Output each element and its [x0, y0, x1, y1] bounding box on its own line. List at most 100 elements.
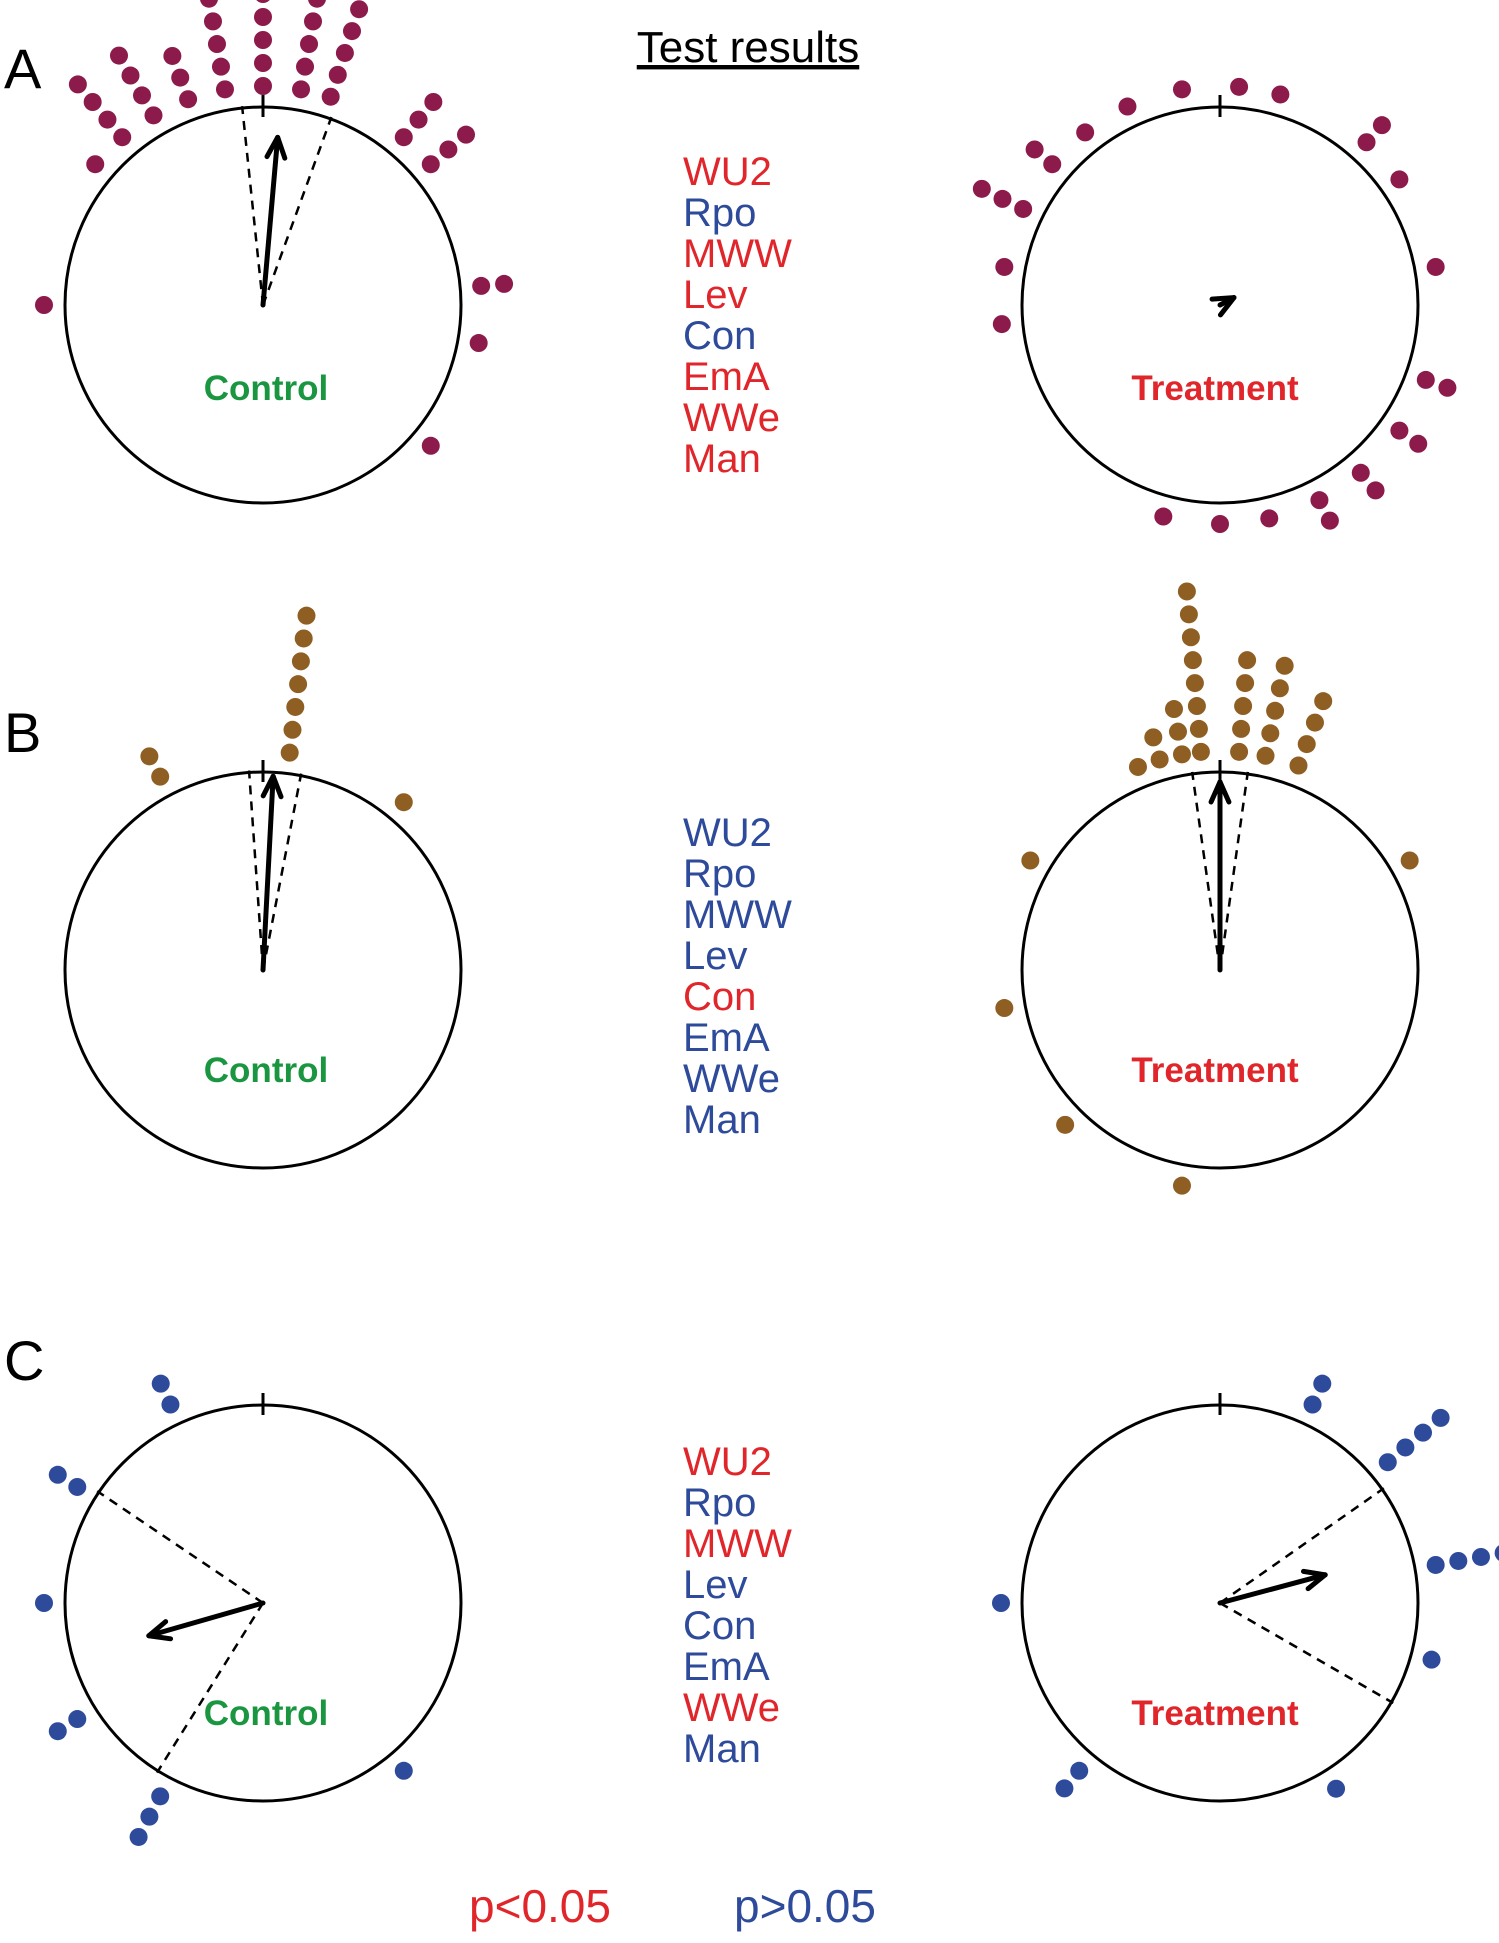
- data-point: [495, 274, 514, 293]
- data-point: [179, 90, 198, 109]
- data-point: [83, 92, 102, 111]
- data-point: [1422, 1650, 1441, 1669]
- data-point: [35, 296, 53, 314]
- data-point: [1070, 1761, 1089, 1780]
- ci-line-upper: [155, 1602, 265, 1774]
- data-point: [297, 606, 316, 625]
- data-point: [35, 1594, 53, 1612]
- data-point: [211, 57, 230, 76]
- mean-vector-arrow: [1217, 1568, 1328, 1606]
- data-point: [289, 675, 308, 694]
- data-point: [1366, 481, 1385, 500]
- data-point: [1297, 735, 1316, 754]
- data-point: [151, 767, 170, 786]
- ci-line-lower: [1190, 771, 1222, 971]
- test-label-man: Man: [683, 1727, 761, 1771]
- ci-line-upper: [261, 773, 303, 971]
- data-point: [1236, 674, 1255, 693]
- group-label-control: Control: [204, 1051, 328, 1090]
- data-point: [1154, 507, 1173, 526]
- data-point: [1471, 1547, 1490, 1566]
- legend-significant: p<0.05: [469, 1880, 611, 1932]
- data-point: [1426, 1555, 1445, 1574]
- mean-vector-arrow: [146, 1600, 266, 1642]
- data-point: [200, 0, 218, 8]
- data-point: [1271, 85, 1290, 104]
- group-label-treatment: Treatment: [1131, 1051, 1299, 1090]
- test-label-lev: Lev: [683, 273, 748, 317]
- data-point: [254, 31, 272, 49]
- data-point: [992, 315, 1011, 334]
- data-point: [1144, 728, 1163, 747]
- data-point: [1289, 756, 1308, 775]
- data-point: [161, 1395, 180, 1414]
- data-point: [144, 106, 163, 125]
- data-point: [409, 110, 428, 129]
- circular-plot-treatment: Treatment: [972, 77, 1457, 533]
- panel-letter: B: [4, 701, 41, 764]
- data-point: [342, 22, 361, 41]
- group-label-control: Control: [204, 369, 328, 408]
- circular-plot-control: Control: [63, 606, 463, 1170]
- data-point: [300, 35, 319, 54]
- data-point: [1351, 463, 1370, 482]
- data-point: [1261, 724, 1280, 743]
- data-point: [1416, 370, 1435, 389]
- test-label-wu2: WU2: [683, 811, 772, 855]
- data-point: [1177, 582, 1196, 601]
- data-point: [992, 1594, 1010, 1612]
- data-point: [1372, 116, 1391, 135]
- data-point: [1185, 674, 1204, 693]
- test-label-wwe: WWe: [683, 396, 780, 440]
- data-point: [291, 652, 310, 671]
- ci-line-upper: [1219, 1601, 1394, 1705]
- data-point: [1256, 746, 1275, 765]
- group-label-control: Control: [204, 1694, 328, 1733]
- circular-plot-treatment: Treatment: [995, 582, 1420, 1195]
- data-point: [1043, 155, 1062, 174]
- ci-line-lower: [247, 770, 265, 971]
- data-point: [1314, 692, 1333, 711]
- data-point: [1327, 1779, 1346, 1798]
- data-point: [1179, 605, 1198, 624]
- group-label-treatment: Treatment: [1131, 1694, 1299, 1733]
- data-point: [321, 87, 340, 106]
- data-point: [457, 125, 476, 144]
- data-point: [394, 128, 413, 147]
- data-point: [1357, 133, 1376, 152]
- legend: p<0.05 p>0.05: [469, 1880, 876, 1932]
- data-point: [1183, 651, 1202, 670]
- data-point: [1056, 1115, 1075, 1134]
- data-point: [1414, 1423, 1433, 1442]
- data-point: [151, 1787, 170, 1806]
- ci-line-lower: [1219, 1487, 1385, 1605]
- test-label-wu2: WU2: [683, 1440, 772, 1484]
- data-point: [140, 747, 159, 766]
- data-point: [1426, 257, 1445, 276]
- test-label-man: Man: [683, 1098, 761, 1142]
- data-point: [1313, 1374, 1332, 1393]
- test-label-wu2: WU2: [683, 150, 772, 194]
- data-point: [151, 1374, 170, 1393]
- data-point: [1390, 170, 1409, 189]
- legend-not-significant: p>0.05: [734, 1880, 876, 1932]
- data-point: [1189, 719, 1208, 738]
- data-point: [1076, 123, 1095, 142]
- data-point: [1431, 1408, 1450, 1427]
- data-point: [68, 1477, 87, 1496]
- data-point: [280, 743, 299, 762]
- data-point: [1438, 378, 1457, 397]
- data-point: [1150, 750, 1169, 769]
- data-point: [1234, 697, 1253, 716]
- data-point: [1181, 628, 1200, 647]
- data-point: [1305, 713, 1324, 732]
- data-point: [1118, 97, 1137, 116]
- data-point: [328, 65, 347, 84]
- ci-line-lower: [240, 105, 265, 306]
- data-point: [1378, 1453, 1397, 1472]
- test-label-rpo: Rpo: [683, 852, 756, 896]
- data-point: [207, 35, 226, 54]
- mean-vector-arrow: [1209, 295, 1237, 318]
- group-label-treatment: Treatment: [1131, 369, 1299, 408]
